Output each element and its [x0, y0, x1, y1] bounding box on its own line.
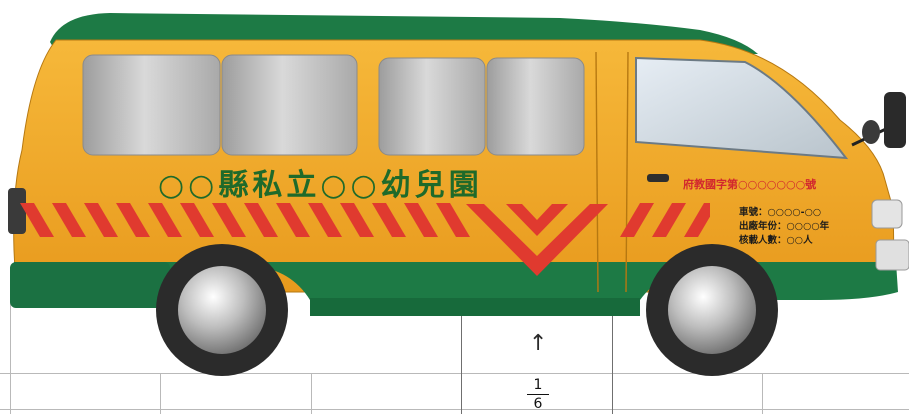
school-name-text: ○○縣私立○○幼兒園 — [158, 168, 483, 203]
side-mirror — [851, 92, 906, 148]
door-handle — [647, 174, 669, 182]
rear-wheel — [156, 244, 288, 376]
front-side-window — [635, 56, 849, 160]
hazard-stripes — [20, 203, 710, 237]
rear-bumper — [10, 262, 170, 308]
rear-light — [8, 188, 26, 234]
capacity-text: 核載人數：○○人 — [739, 235, 813, 246]
rear-window-right — [221, 54, 358, 156]
one-sixth-fraction: 1 6 — [525, 378, 551, 411]
front-wheel — [646, 244, 778, 376]
rear-window-left — [82, 54, 221, 156]
manufacture-year-text: 出廠年份：○○○○年 — [739, 221, 830, 232]
up-arrow-icon: ↑ — [529, 331, 548, 356]
door-seams — [595, 51, 629, 293]
fraction-denominator: 6 — [533, 396, 543, 412]
front-bumper — [875, 239, 909, 271]
fraction-numerator: 1 — [533, 377, 543, 393]
rocker-panel — [310, 298, 640, 316]
chevron-marking — [466, 204, 608, 276]
plate-number-text: 車號：○○○○-○○ — [739, 207, 822, 218]
middle-window-right — [486, 57, 585, 156]
middle-window-left — [378, 57, 486, 156]
fraction-bar — [527, 394, 549, 395]
permit-number-text: 府教國字第○○○○○○○號 — [683, 178, 817, 191]
headlight — [871, 199, 903, 229]
